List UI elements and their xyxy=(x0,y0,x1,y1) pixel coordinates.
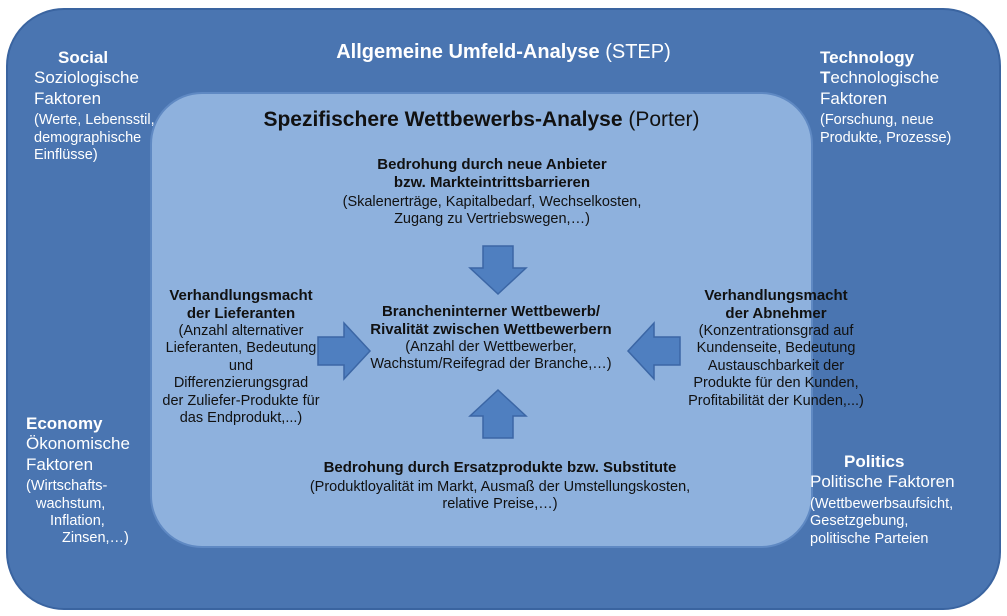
new-entrants-title2: bzw. Markteintrittsbarrieren xyxy=(393,174,591,191)
economy-heading: Economy xyxy=(26,414,103,433)
economy-detail2: wachstum, xyxy=(36,495,106,512)
technology-detail2: Produkte, Prozesse) xyxy=(820,129,952,146)
buyers-detail3: Austauschbarkeit der xyxy=(707,357,845,374)
substitutes-detail1: (Produktloyalität im Markt, Ausmaß der U… xyxy=(309,479,691,495)
rivalry-block: Brancheninterner Wettbewerb/ Rivalität z… xyxy=(346,303,636,374)
suppliers-detail6: das Endprodukt,...) xyxy=(179,409,303,426)
suppliers-title1: Verhandlungsmacht xyxy=(169,287,313,304)
economy-block: Economy Ökonomische Faktoren (Wirtschaft… xyxy=(26,414,130,548)
substitutes-block: Bedrohung durch Ersatzprodukte bzw. Subs… xyxy=(270,459,730,514)
buyers-title1: Verhandlungsmacht xyxy=(704,287,848,304)
suppliers-detail1: (Anzahl alternativer xyxy=(178,323,304,339)
new-entrants-detail1: (Skalenerträge, Kapitalbedarf, Wechselko… xyxy=(342,194,642,210)
suppliers-detail2: Lieferanten, Bedeutung xyxy=(165,340,317,357)
arrow-down-icon xyxy=(468,245,528,296)
politics-heading: Politics xyxy=(844,452,905,471)
new-entrants-block: Bedrohung durch neue Anbieter bzw. Markt… xyxy=(300,156,684,229)
social-heading: Social xyxy=(58,48,109,67)
inner-title-bold: Spezifischere Wettbewerbs-Analyse xyxy=(263,108,623,131)
outer-title: Allgemeine Umfeld-Analyse (STEP) xyxy=(0,40,1007,64)
arrow-up-icon xyxy=(468,388,528,439)
rivalry-detail1: (Anzahl der Wettbewerber, xyxy=(405,339,577,355)
politics-detail2: Gesetzgebung, xyxy=(810,513,909,530)
rivalry-title1: Brancheninterner Wettbewerb/ xyxy=(381,303,601,320)
technology-detail1: (Forschung, neue xyxy=(820,112,934,129)
social-block: Social Soziologische Faktoren (Werte, Le… xyxy=(34,48,155,164)
suppliers-detail4: Differenzierungsgrad xyxy=(173,375,309,392)
buyers-detail5: Profitabilität der Kunden,...) xyxy=(688,392,864,409)
suppliers-detail5: der Zuliefer-Produkte für xyxy=(162,392,320,409)
technology-line1-first: T xyxy=(820,68,831,88)
social-line1: Soziologische xyxy=(34,68,139,88)
economy-detail3: Inflation, xyxy=(50,512,105,529)
social-detail2: demographische xyxy=(34,129,142,146)
new-entrants-title1: Bedrohung durch neue Anbieter xyxy=(377,156,607,173)
politics-detail1: (Wettbewerbsaufsicht, xyxy=(810,495,954,512)
rivalry-title2: Rivalität zwischen Wettbewerbern xyxy=(370,321,612,338)
buyers-detail2: Kundenseite, Bedeutung xyxy=(696,340,856,357)
social-detail1: (Werte, Lebensstil, xyxy=(34,112,155,129)
politics-block: Politics Politische Faktoren (Wettbewerb… xyxy=(810,452,955,548)
substitutes-title1: Bedrohung durch Ersatzprodukte bzw. Subs… xyxy=(323,459,677,476)
outer-title-bold: Allgemeine Umfeld-Analyse xyxy=(336,41,600,63)
technology-heading: Technology xyxy=(820,48,915,67)
buyers-detail1: (Konzentrationsgrad auf xyxy=(698,323,854,339)
technology-line2: Faktoren xyxy=(820,88,888,108)
outer-title-rest: (STEP) xyxy=(599,41,671,63)
inner-title-rest: (Porter) xyxy=(622,108,700,131)
politics-detail3: politische Parteien xyxy=(810,530,929,547)
arrow-left-icon xyxy=(626,321,681,381)
technology-line1-rest: echnologische xyxy=(830,68,940,88)
rivalry-detail2: Wachstum/Reifegrad der Branche,…) xyxy=(370,356,612,373)
suppliers-title2: der Lieferanten xyxy=(186,305,296,322)
buyers-detail4: Produkte für den Kunden, xyxy=(693,375,859,392)
social-detail3: Einflüsse) xyxy=(34,146,98,163)
economy-line1: Ökonomische xyxy=(26,434,130,454)
suppliers-detail3: und xyxy=(228,357,254,374)
inner-title: Spezifischere Wettbewerbs-Analyse (Porte… xyxy=(150,107,813,132)
economy-detail1: (Wirtschafts- xyxy=(26,478,108,495)
suppliers-block: Verhandlungsmacht der Lieferanten (Anzah… xyxy=(148,287,334,427)
technology-block: Technology Technologische Faktoren (Fors… xyxy=(820,48,951,147)
new-entrants-detail2: Zugang zu Vertriebswegen,…) xyxy=(394,211,590,228)
economy-line2: Faktoren xyxy=(26,454,94,474)
economy-detail4: Zinsen,…) xyxy=(62,530,129,547)
social-line2: Faktoren xyxy=(34,88,102,108)
politics-line1: Politische Faktoren xyxy=(810,472,955,492)
arrow-right-icon xyxy=(317,321,372,381)
technology-line1: Technologische xyxy=(820,68,951,88)
buyers-title2: der Abnehmer xyxy=(725,305,827,322)
buyers-block: Verhandlungsmacht der Abnehmer (Konzentr… xyxy=(672,287,880,410)
substitutes-detail2: relative Preise,…) xyxy=(442,496,558,513)
competitive-analysis-box xyxy=(150,92,813,548)
